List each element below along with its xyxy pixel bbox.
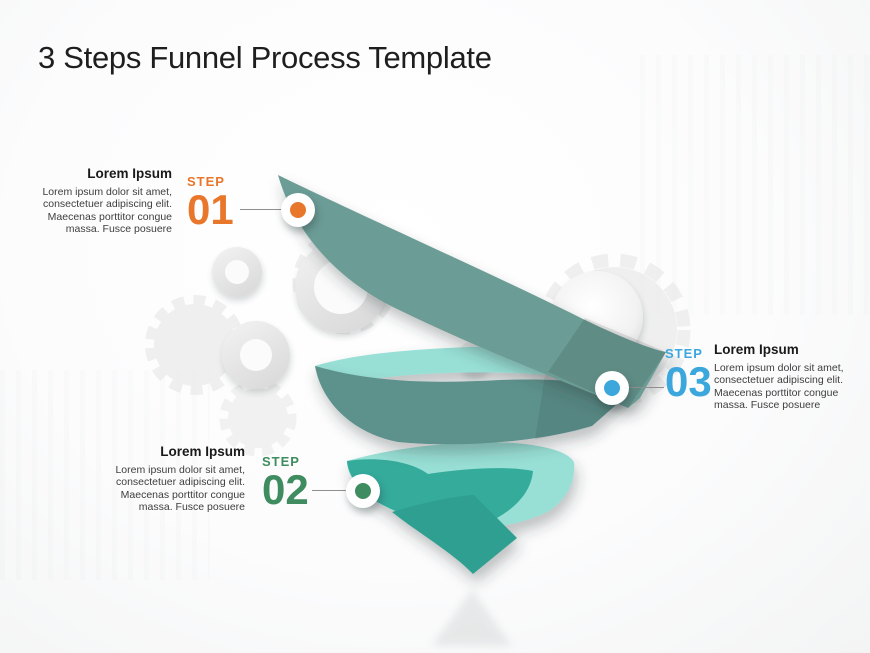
step2-text-block: Lorem Ipsum Lorem ipsum dolor sit amet, … <box>93 444 245 514</box>
step2-body-line: consectetuer adipiscing elit. <box>116 476 245 489</box>
step3-marker-dot <box>604 380 620 396</box>
slide-title: 3 Steps Funnel Process Template <box>38 40 492 75</box>
step1-number: 01 <box>187 186 234 233</box>
step1-body-line: massa. Fusce posuere <box>65 223 172 236</box>
step2-marker <box>346 474 380 508</box>
ring-shape <box>222 321 290 389</box>
step2-connector-line <box>312 490 346 492</box>
step1-label: STEP 01 <box>187 174 234 230</box>
step3-text-block: Lorem Ipsum Lorem ipsum dolor sit amet, … <box>714 342 870 412</box>
funnel-ribbon-top <box>278 175 666 408</box>
funnel-ribbon-bottom <box>347 442 575 574</box>
step2-body-line: massa. Fusce posuere <box>138 501 245 514</box>
step3-body-line: Lorem ipsum dolor sit amet, <box>714 362 844 374</box>
step2-body-line: Maecenas porttitor congue <box>120 488 245 501</box>
step1-body-line: consectetuer adipiscing elit. <box>43 198 172 211</box>
step2-heading: Lorem Ipsum <box>160 444 245 459</box>
step3-heading: Lorem Ipsum <box>714 342 799 357</box>
step2-word: STEP <box>262 454 300 469</box>
step1-body-line: Maecenas porttitor congue <box>47 210 172 223</box>
step1-connector-line <box>240 209 282 211</box>
step1-heading: Lorem Ipsum <box>87 166 172 181</box>
step1-word: STEP <box>187 174 225 189</box>
step1-marker-dot <box>290 202 306 218</box>
ring-shape <box>212 247 262 297</box>
step2-label: STEP 02 <box>262 454 309 510</box>
step3-body-line: Maecenas porttitor congue <box>714 386 839 399</box>
step2-marker-dot <box>355 483 371 499</box>
step3-marker <box>595 371 629 405</box>
step3-body-line: massa. Fusce posuere <box>714 399 821 412</box>
step3-body-line: consectetuer adipiscing elit. <box>714 374 843 387</box>
step2-body-line: Lorem ipsum dolor sit amet, <box>115 464 245 476</box>
step1-marker <box>281 193 315 227</box>
step3-number: 03 <box>665 358 712 405</box>
step1-body-line: Lorem ipsum dolor sit amet, <box>42 186 172 198</box>
gear-icon <box>219 379 297 457</box>
step3-word: STEP <box>665 346 703 361</box>
step3-connector-line <box>630 387 664 389</box>
step2-number: 02 <box>262 466 309 513</box>
step1-text-block: Lorem Ipsum Lorem ipsum dolor sit amet, … <box>20 166 172 236</box>
funnel-reflection <box>432 589 512 646</box>
step3-label: STEP 03 <box>665 346 712 402</box>
